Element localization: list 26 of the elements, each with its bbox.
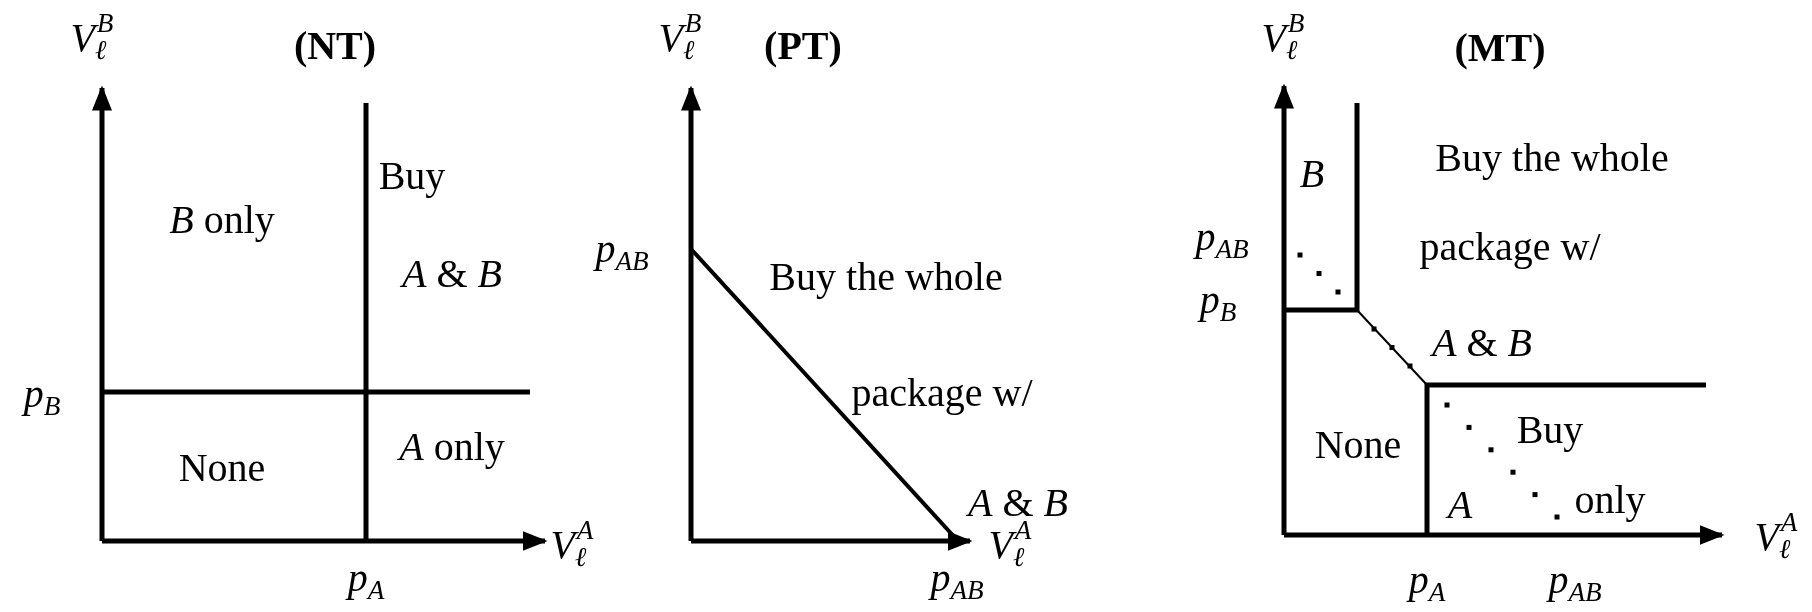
region-label: package w/ (1419, 227, 1601, 267)
region-label: A & B (402, 254, 502, 294)
tick-label: p$_{A}$ (1408, 560, 1446, 600)
tick-label: p$_{AB}$ (1548, 560, 1602, 600)
tick-label: p$_{B}$ (1199, 280, 1237, 320)
panel-title: (PT) (764, 26, 842, 66)
region-label: None (178, 448, 266, 488)
region-label: None (1314, 425, 1402, 465)
region-label: Buy the whole (1435, 138, 1669, 178)
region-label: only (1574, 480, 1646, 520)
tick-label: p$_{AB}$ (595, 229, 649, 269)
panel-title: (NT) (293, 26, 377, 66)
region-label: B only (169, 200, 275, 240)
region-label: A & B (1432, 323, 1532, 363)
region-label: package w/ (851, 373, 1033, 413)
region-label: B (1299, 154, 1325, 194)
region-label: A only (399, 427, 505, 467)
panel-title: (MT) (1454, 28, 1546, 68)
tick-label: p$_{A}$ (347, 558, 385, 598)
region-label: A (1447, 485, 1473, 525)
tick-label: p$_{AB}$ (1195, 217, 1249, 257)
tick-label: p$_{AB}$ (930, 558, 984, 598)
region-label: Buy (1516, 410, 1584, 450)
region-label: Buy the whole (769, 257, 1003, 297)
tick-label: p$_{B}$ (23, 374, 61, 414)
region-label: Buy (378, 156, 446, 196)
